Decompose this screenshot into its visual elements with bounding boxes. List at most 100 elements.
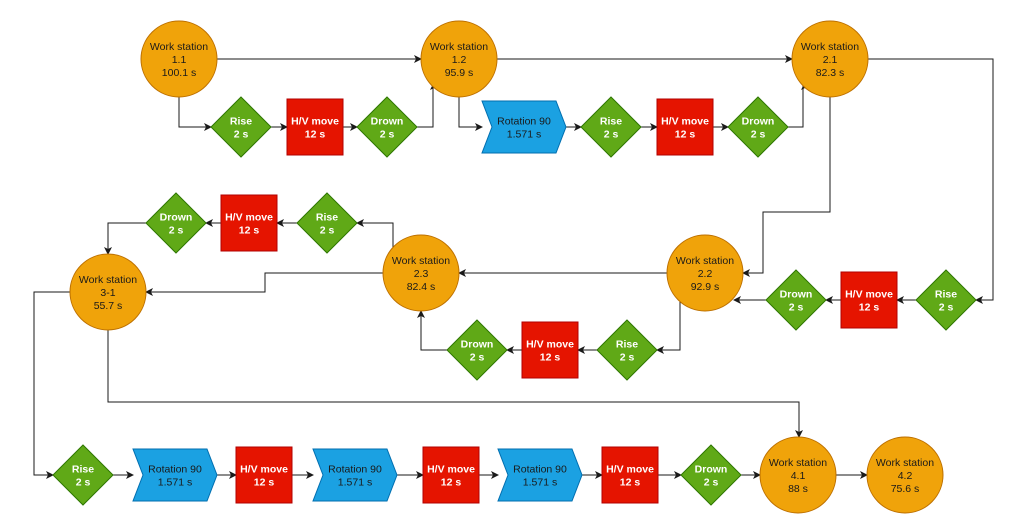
node-label-line: 2 s xyxy=(169,225,184,237)
node-label-line: 2 s xyxy=(939,302,954,314)
diamond-shape xyxy=(915,269,977,331)
node-label-line: Rise xyxy=(72,464,94,476)
connector-ws_3_1-to-rise_6 xyxy=(33,291,70,479)
node-rot-1[interactable]: Rotation 901.571 s xyxy=(481,100,567,154)
connector-layer xyxy=(33,55,994,479)
circle-shape xyxy=(759,436,837,514)
node-rot-4[interactable]: Rotation 901.571 s xyxy=(497,448,583,502)
node-label-line: 2 s xyxy=(604,129,619,141)
node-label-line: 82.4 s xyxy=(407,281,436,293)
node-label-line: H/V move xyxy=(606,464,654,476)
node-label-line: Work station xyxy=(430,41,488,53)
rect-shape xyxy=(656,98,714,156)
node-label-line: H/V move xyxy=(526,339,574,351)
node-label-line: 4.2 xyxy=(898,470,913,482)
circle-shape xyxy=(140,20,218,98)
node-label-line: 12 s xyxy=(859,302,880,314)
chevron-shape xyxy=(312,448,398,502)
node-label-line: 1.571 s xyxy=(523,477,557,489)
node-label-line: 2 s xyxy=(380,129,395,141)
diamond-shape xyxy=(596,319,658,381)
node-label-line: 95.9 s xyxy=(445,67,474,79)
node-label-line: Work station xyxy=(150,41,208,53)
node-label-line: H/V move xyxy=(225,212,273,224)
node-label-line: 1.571 s xyxy=(158,477,192,489)
rect-shape xyxy=(220,194,278,252)
node-rot-3[interactable]: Rotation 901.571 s xyxy=(312,448,398,502)
diamond-shape xyxy=(727,96,789,158)
node-label-line: 1.1 xyxy=(172,54,187,66)
diamond-shape xyxy=(580,96,642,158)
node-label-line: 2 s xyxy=(789,302,804,314)
node-label-line: 1.2 xyxy=(452,54,467,66)
node-label-line: Drown xyxy=(742,116,775,128)
connector-ws_2_1-to-ws_2_2 xyxy=(742,97,831,277)
chevron-shape xyxy=(132,448,218,502)
circle-shape xyxy=(666,234,744,312)
circle-shape xyxy=(420,20,498,98)
diamond-shape xyxy=(145,192,207,254)
node-label-line: 92.9 s xyxy=(691,281,720,293)
node-label-line: 12 s xyxy=(305,129,326,141)
diamond-shape xyxy=(52,444,114,506)
diamond-shape xyxy=(680,444,742,506)
node-label-line: 75.6 s xyxy=(891,483,920,495)
node-label-line: 4.1 xyxy=(791,470,806,482)
connector-drown_5-to-ws_3_1 xyxy=(104,222,146,255)
rect-shape xyxy=(840,271,898,329)
rect-shape xyxy=(521,321,579,379)
node-label-line: H/V move xyxy=(661,116,709,128)
node-label-line: Rotation 90 xyxy=(148,464,202,476)
node-label-line: 2.1 xyxy=(823,54,838,66)
node-label-line: H/V move xyxy=(845,289,893,301)
node-label-line: Work station xyxy=(392,255,450,267)
connector-ws_2_3-to-rise_5 xyxy=(356,219,394,253)
node-label-line: Drown xyxy=(695,464,728,476)
diamond-shape xyxy=(296,192,358,254)
connector-ws_2_3-to-ws_3_1 xyxy=(145,272,383,296)
diamond-shape xyxy=(210,96,272,158)
node-label-line: H/V move xyxy=(240,464,288,476)
diamond-shape xyxy=(356,96,418,158)
node-label-line: 2 s xyxy=(234,129,249,141)
node-label-line: Drown xyxy=(160,212,193,224)
node-label-line: 2 s xyxy=(704,477,719,489)
node-rot-2[interactable]: Rotation 901.571 s xyxy=(132,448,218,502)
connector-ws_3_1-to-ws_4_1 xyxy=(107,330,803,438)
node-label-line: Drown xyxy=(780,289,813,301)
node-label-line: 88 s xyxy=(788,483,808,495)
circle-shape xyxy=(866,436,944,514)
node-label-line: 82.3 s xyxy=(816,67,845,79)
diamond-shape xyxy=(446,319,508,381)
